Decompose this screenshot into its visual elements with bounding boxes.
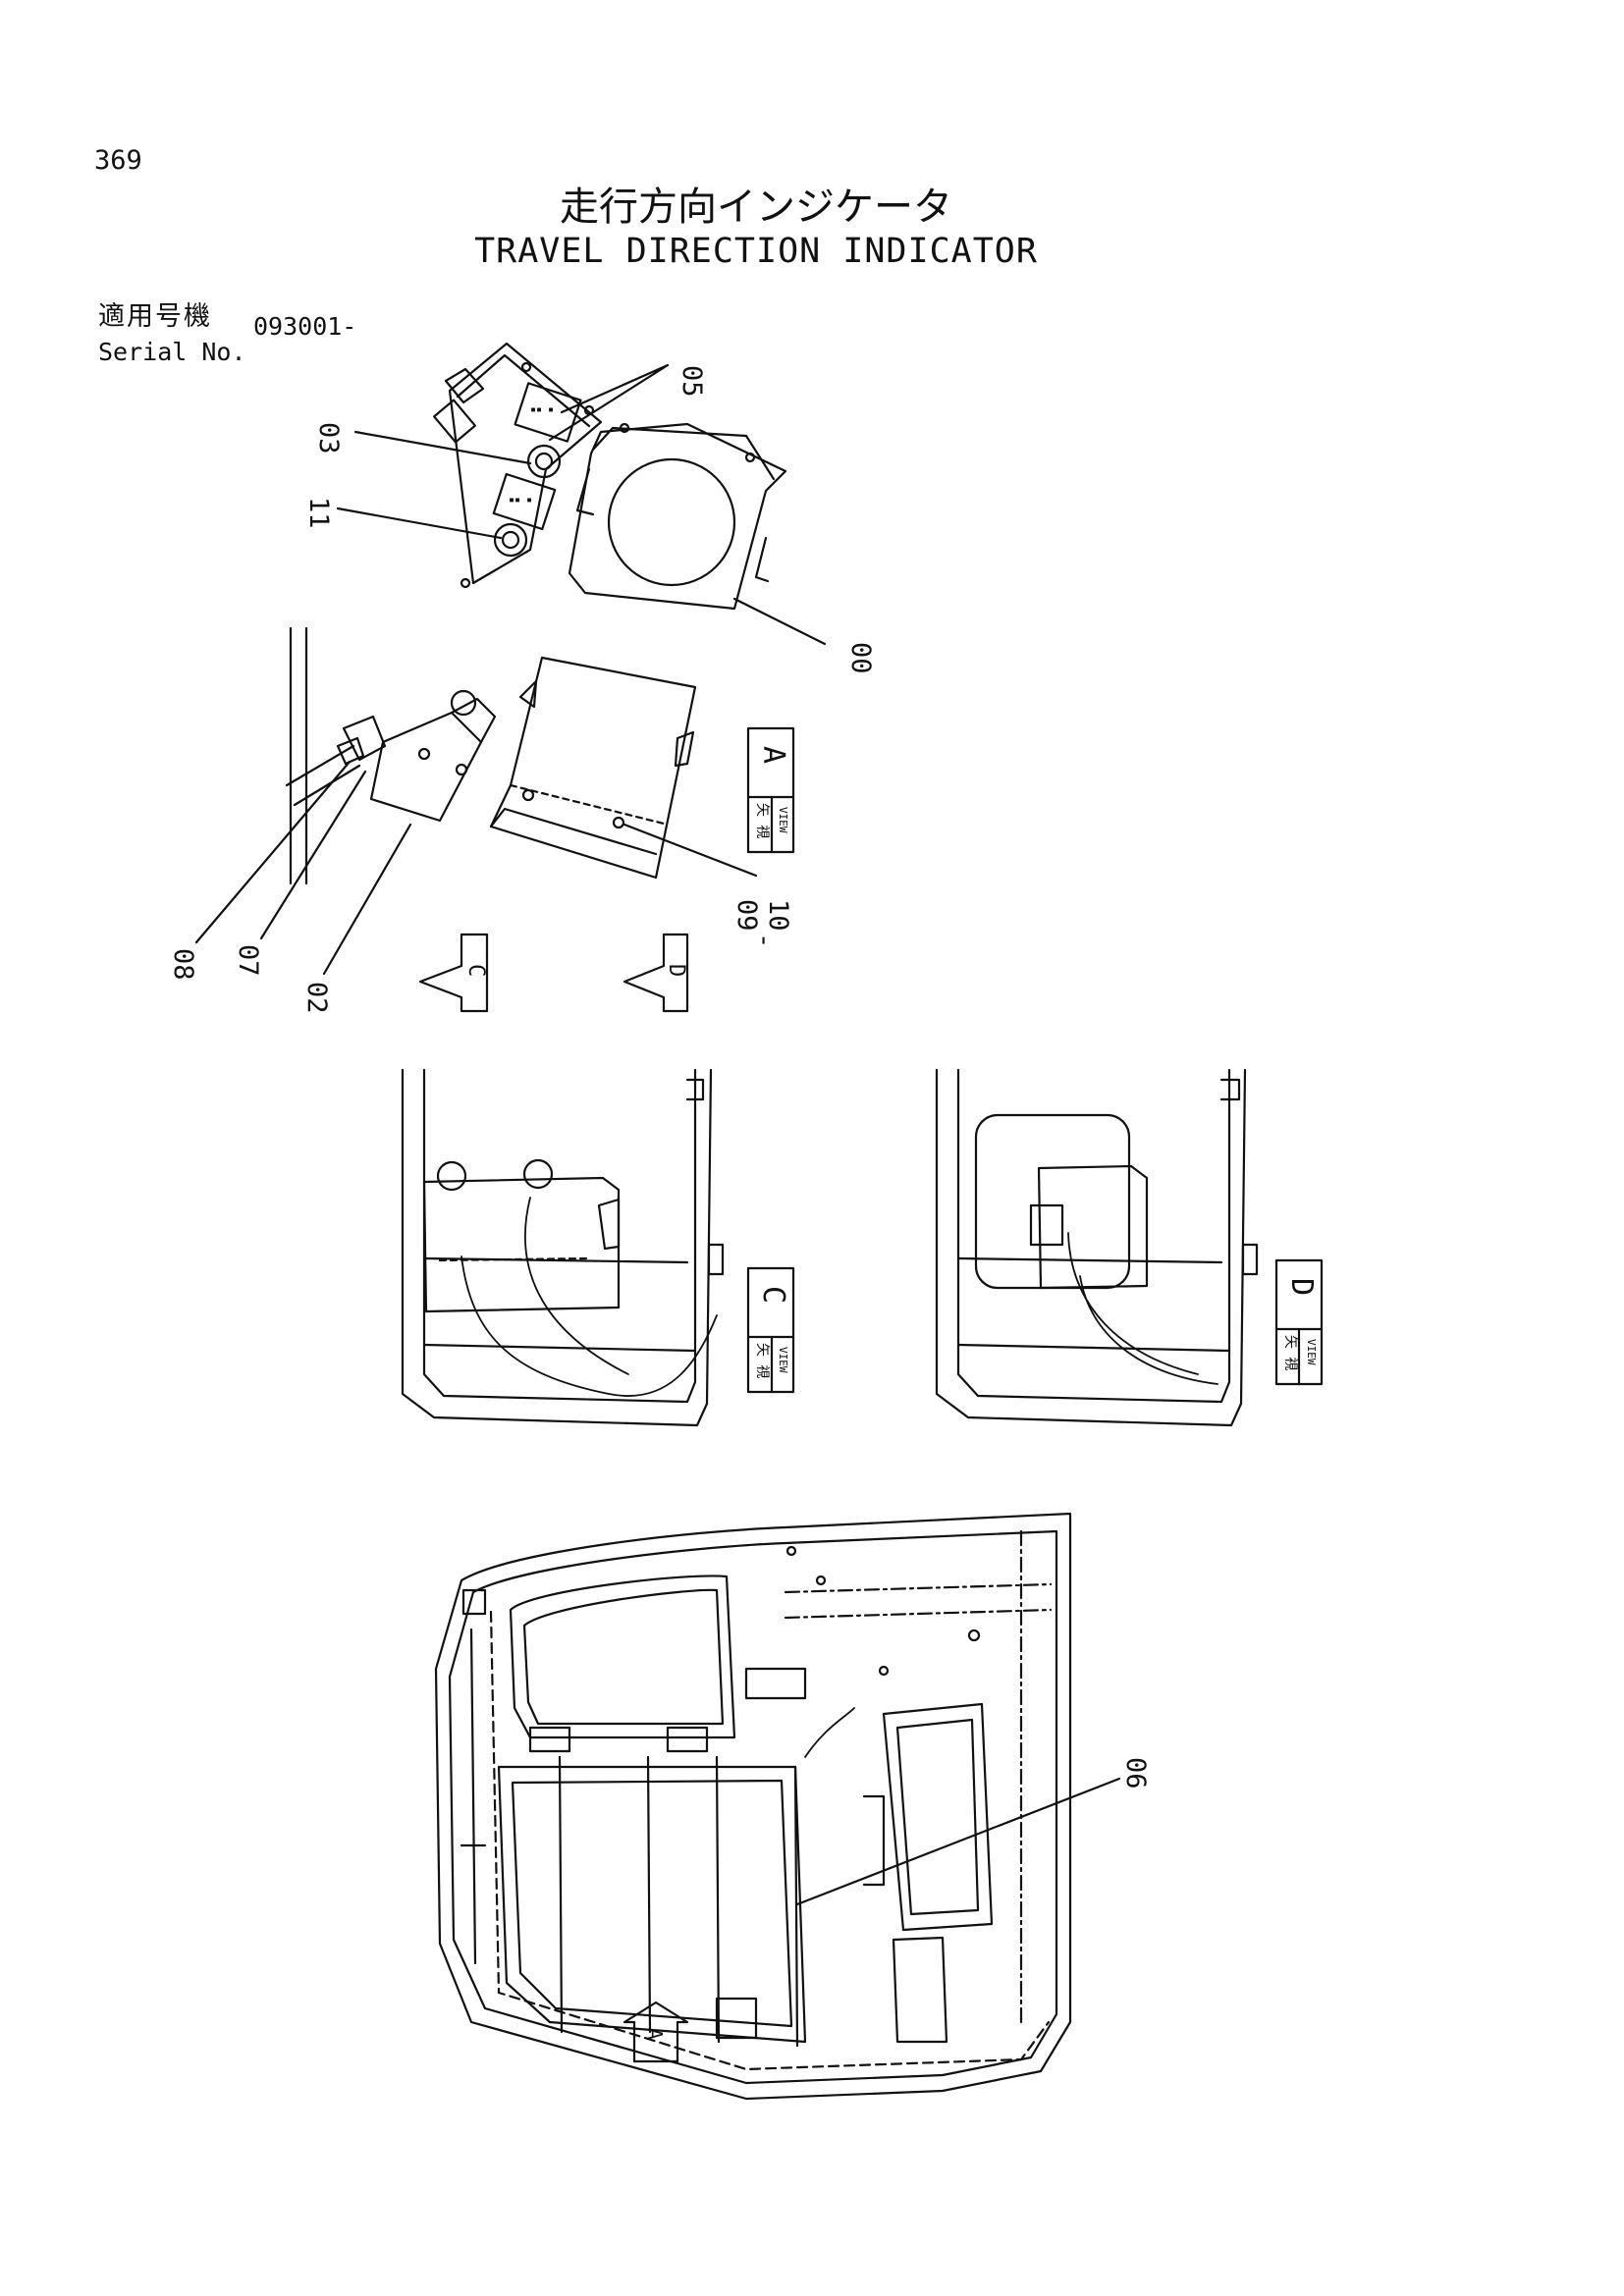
svg-text:▪▪ ▪: ▪▪ ▪ [530, 404, 554, 415]
svg-text:▪▪ ▪: ▪▪ ▪ [509, 495, 532, 506]
view-tag-a-arrow-word: 矢 視 [754, 803, 770, 838]
callout-02: 02 [301, 982, 332, 1014]
serial-label-japanese: 適用号機 [98, 301, 212, 332]
arrow-letter-a: A [643, 2028, 667, 2040]
arrow-marker-a [623, 2001, 689, 2063]
leader-03 [353, 430, 532, 465]
callout-00: 00 [845, 642, 876, 674]
view-tag-a-letter: A [756, 746, 790, 764]
view-tag-d-view-word: VIEW [1305, 1339, 1318, 1365]
serial-number-value: 093001- [253, 312, 357, 341]
switch-knob-upper [526, 444, 562, 479]
view-tag-a-view-word: VIEW [777, 807, 789, 833]
callout-11: 11 [303, 497, 334, 529]
view-tag-d-arrow-word: 矢 視 [1282, 1335, 1298, 1370]
title-japanese: 走行方向インジケータ [560, 185, 952, 230]
view-tag-a [746, 726, 795, 854]
callout-08: 08 [168, 948, 198, 981]
arrow-marker-letters: C D A [463, 964, 688, 2040]
callout-labels: 05 03 11 00 08 07 02 09 - 10 06 [168, 365, 1151, 1789]
arrow-marker-d [623, 933, 689, 1013]
arrow-marker-c [418, 933, 489, 1013]
leader-00 [732, 597, 827, 646]
knob-top [450, 689, 477, 717]
view-d-assembly [935, 1068, 1259, 1427]
view-tag-c-letter: C [756, 1286, 790, 1304]
lamp-housing [568, 422, 787, 611]
terminal-left [436, 1160, 467, 1192]
leader-05 [548, 363, 670, 442]
switch-knob-lower [493, 522, 528, 558]
callout-03: 03 [313, 422, 344, 454]
page-number: 369 [94, 145, 142, 176]
callout-09: 09 [731, 899, 762, 932]
arrow-letter-d: D [664, 964, 688, 977]
view-c-assembly [401, 1068, 725, 1427]
callout-09-10-dash: - [749, 933, 780, 948]
serial-label-english: Serial No. [98, 338, 246, 366]
leader-09-10 [623, 823, 758, 878]
leader-02 [322, 823, 412, 976]
view-tag-labels: A 矢 視 VIEW C 矢 視 VIEW D 矢 視 VIEW [754, 746, 1319, 1378]
leader-07 [259, 770, 367, 940]
callout-05: 05 [677, 365, 707, 398]
indicator-switch-panel: ▪▪ ▪ ▪▪ ▪ [433, 342, 603, 589]
side-view-assembly [194, 626, 758, 976]
view-tag-d-letter: D [1284, 1278, 1319, 1296]
view-tag-d [1274, 1258, 1324, 1386]
view-tag-c-arrow-word: 矢 視 [754, 1343, 770, 1378]
leader-11 [336, 507, 503, 540]
cab-floor-plan [434, 1512, 1121, 2101]
view-tag-c [746, 1266, 795, 1394]
leader-08 [194, 760, 352, 944]
view-a-assembly: ▪▪ ▪ ▪▪ ▪ [336, 342, 827, 646]
callout-10: 10 [763, 899, 793, 932]
terminal-right [522, 1158, 554, 1190]
callout-07: 07 [233, 944, 263, 977]
view-tag-c-view-word: VIEW [777, 1347, 789, 1373]
arrow-letter-c: C [463, 964, 488, 977]
callout-06: 06 [1120, 1757, 1151, 1789]
title-english: TRAVEL DIRECTION INDICATOR [474, 232, 1038, 271]
leader-06 [795, 1777, 1121, 1906]
